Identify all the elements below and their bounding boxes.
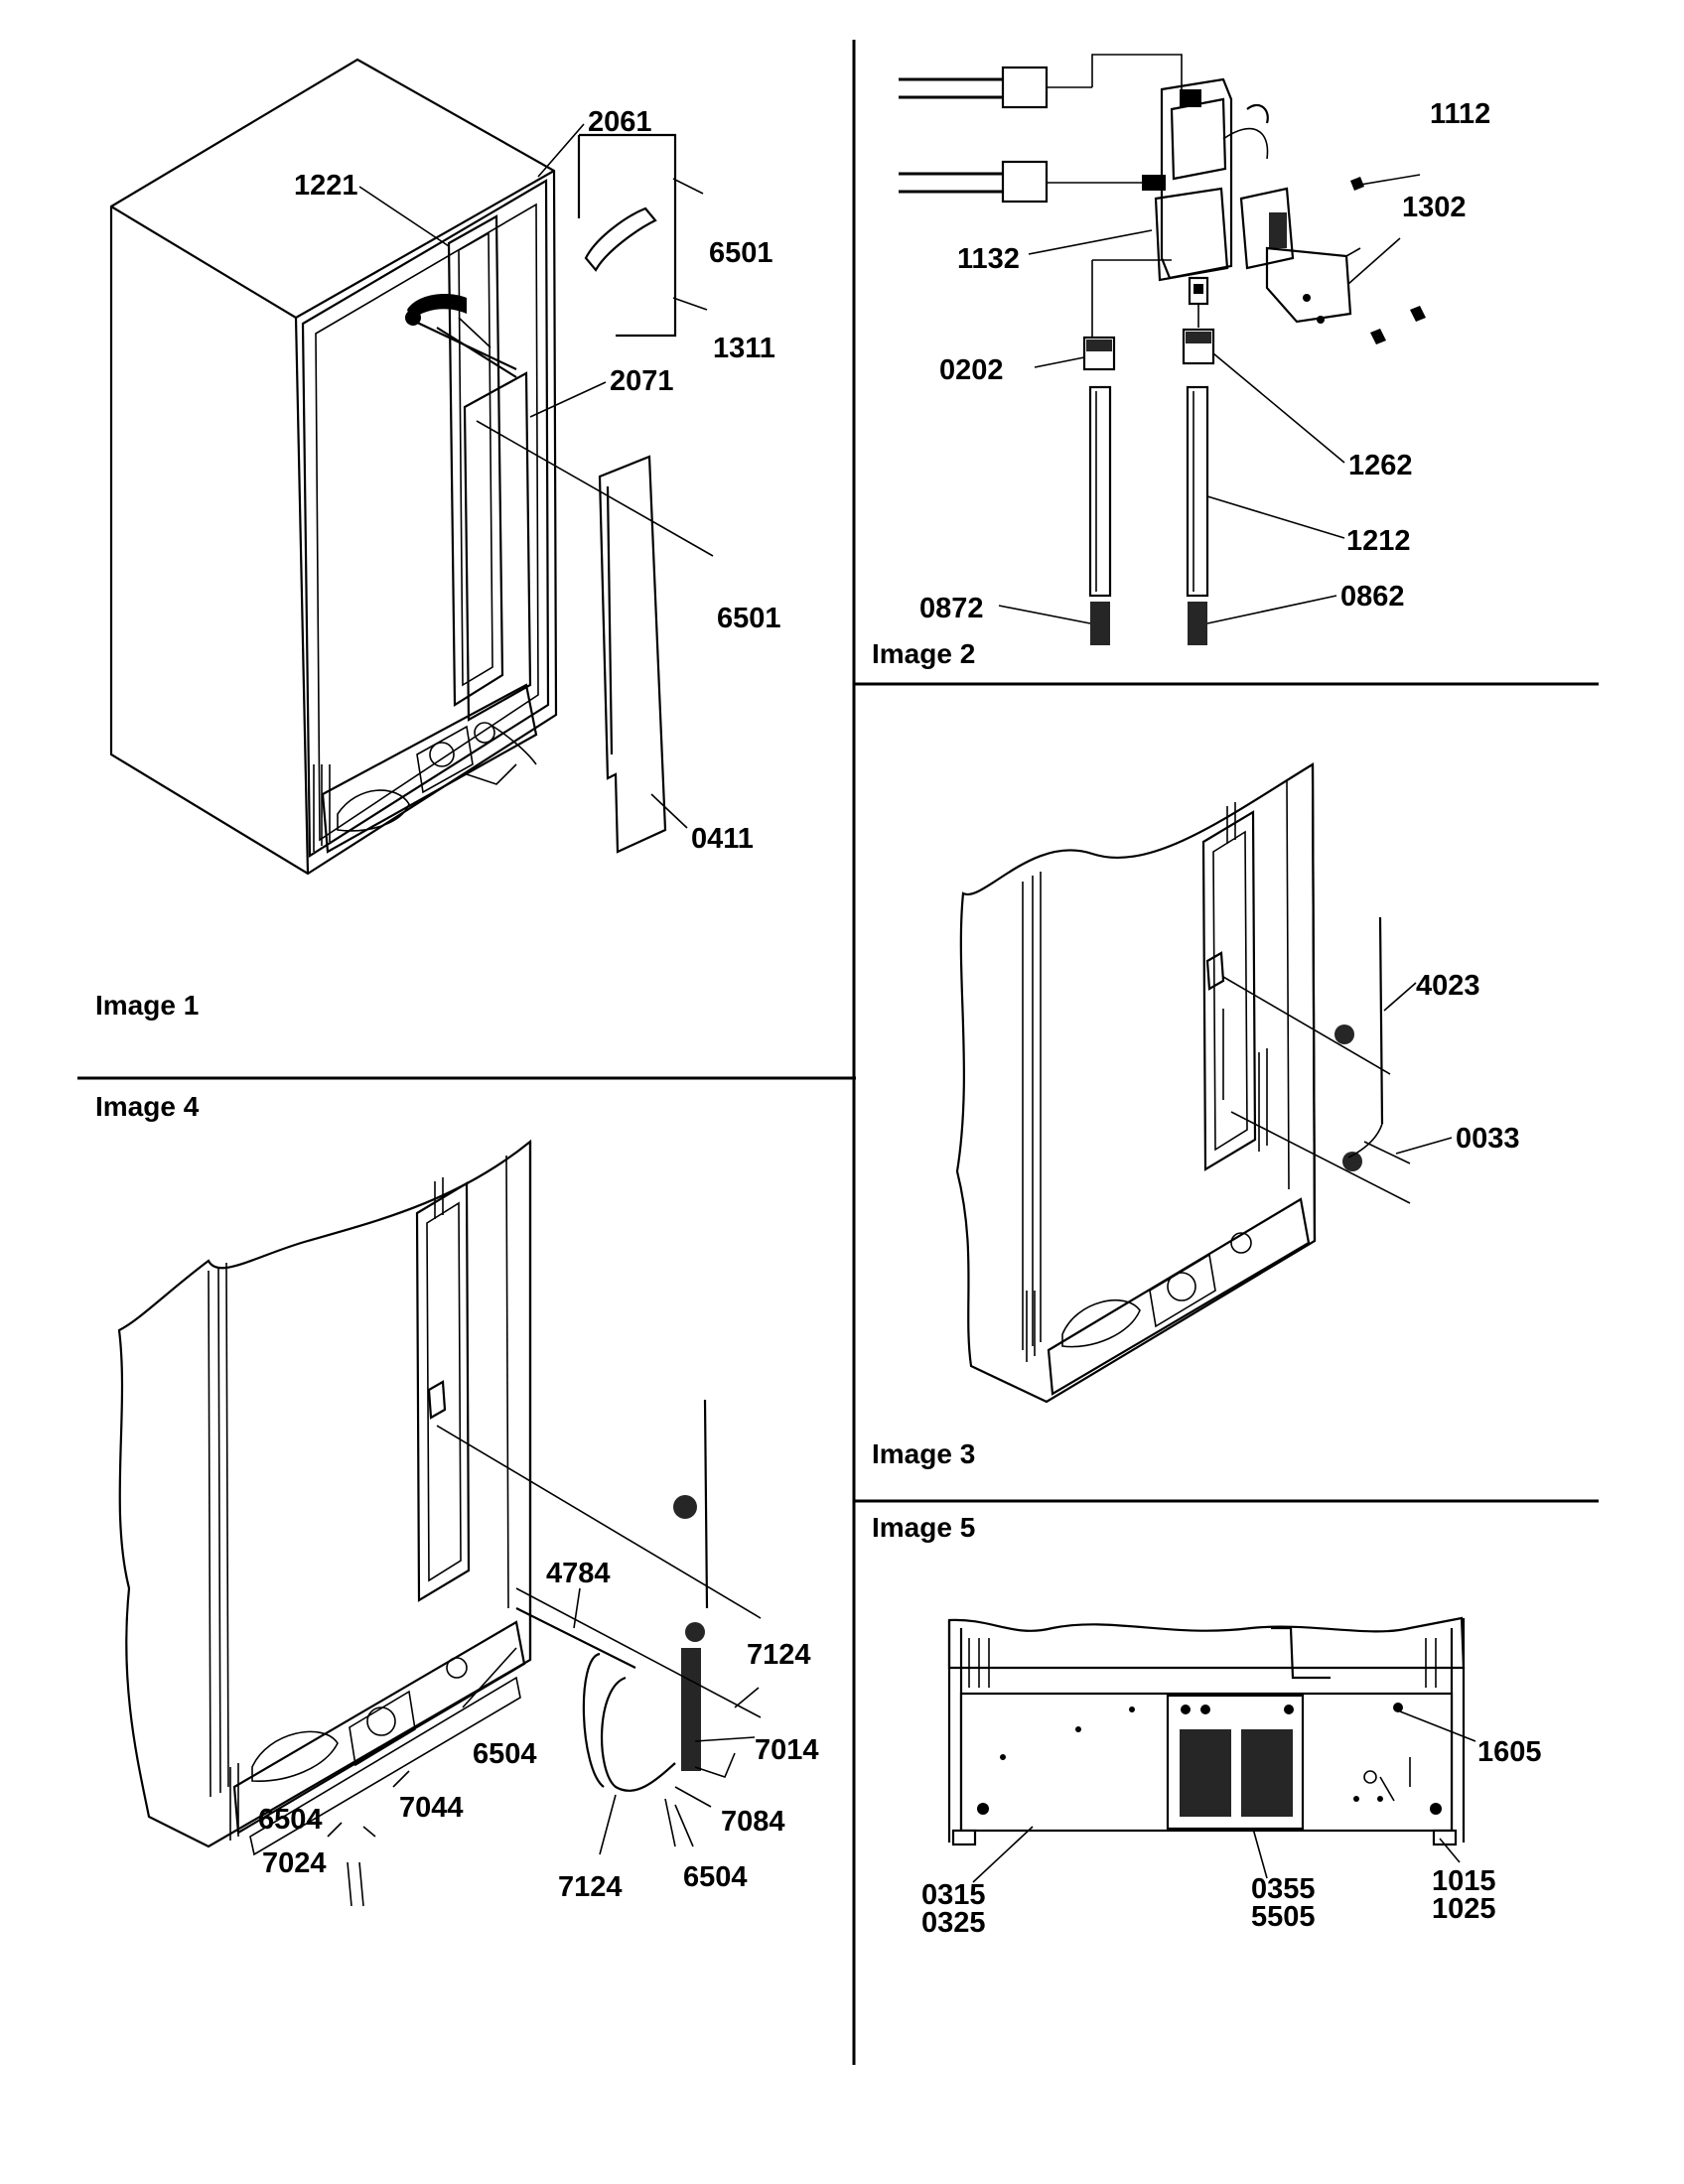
callout-0202: 0202 bbox=[939, 354, 1004, 386]
callout-0315: 0315 bbox=[921, 1879, 986, 1911]
callout-1302: 1302 bbox=[1402, 192, 1467, 223]
callout-7124-lower: 7124 bbox=[558, 1871, 623, 1903]
callout-6501-top: 6501 bbox=[709, 237, 773, 269]
callout-6504-right: 6504 bbox=[683, 1861, 748, 1893]
image4-callouts: 4784 7124 6504 7014 6504 7044 7084 7024 … bbox=[95, 1091, 819, 1903]
caption-image-2: Image 2 bbox=[872, 638, 975, 669]
callout-4784: 4784 bbox=[546, 1558, 611, 1589]
callout-7044: 7044 bbox=[399, 1792, 464, 1824]
callout-1221: 1221 bbox=[294, 170, 358, 202]
callout-7124-upper: 7124 bbox=[747, 1639, 811, 1671]
callout-1212: 1212 bbox=[1346, 525, 1411, 557]
callout-0862: 0862 bbox=[1340, 581, 1405, 613]
callout-0872: 0872 bbox=[919, 593, 984, 624]
callout-0325: 0325 bbox=[921, 1907, 986, 1939]
caption-image-5: Image 5 bbox=[872, 1512, 975, 1543]
callout-0411: 0411 bbox=[691, 823, 754, 855]
callout-2061: 2061 bbox=[588, 106, 652, 138]
callout-7024: 7024 bbox=[262, 1847, 327, 1879]
callout-4023: 4023 bbox=[1416, 970, 1480, 1002]
image4-lower-rear-tubing bbox=[117, 1139, 762, 1907]
image5-callouts: 1605 0315 0325 0355 5505 1015 1025 Image… bbox=[872, 1512, 1542, 1939]
callout-5505: 5505 bbox=[1251, 1901, 1316, 1933]
image2-water-valve-assembly bbox=[899, 54, 1426, 645]
callout-2071: 2071 bbox=[610, 365, 674, 397]
image5-rear-bottom-panel bbox=[947, 1616, 1476, 1883]
image1-callouts: 2061 1221 6501 1311 2071 6501 0411 Image… bbox=[95, 106, 781, 1021]
callout-1112: 1112 bbox=[1430, 98, 1490, 130]
image3-callouts: 4023 0033 Image 3 bbox=[872, 970, 1520, 1469]
callout-1132: 1132 bbox=[957, 243, 1020, 275]
callout-6501-mid: 6501 bbox=[717, 603, 781, 634]
image2-callouts: 1112 1302 1132 0202 1262 1212 0872 0862 … bbox=[872, 98, 1490, 669]
callout-7014: 7014 bbox=[755, 1734, 819, 1766]
callout-6504-left: 6504 bbox=[258, 1804, 323, 1836]
callout-6504-center: 6504 bbox=[473, 1738, 537, 1770]
callout-1025: 1025 bbox=[1432, 1893, 1496, 1925]
caption-image-3: Image 3 bbox=[872, 1438, 975, 1469]
caption-image-4: Image 4 bbox=[95, 1091, 200, 1122]
callout-0355: 0355 bbox=[1251, 1873, 1316, 1905]
callout-1262: 1262 bbox=[1348, 450, 1413, 481]
callout-7084: 7084 bbox=[721, 1806, 785, 1838]
panel-dividers bbox=[77, 40, 1599, 2065]
callout-1605: 1605 bbox=[1477, 1736, 1542, 1768]
callout-1311: 1311 bbox=[713, 333, 775, 364]
caption-image-1: Image 1 bbox=[95, 990, 199, 1021]
callout-0033: 0033 bbox=[1456, 1123, 1520, 1155]
image1-refrigerator-cabinet bbox=[109, 58, 714, 876]
image3-cabinet-detail bbox=[955, 762, 1453, 1404]
callout-1015: 1015 bbox=[1432, 1865, 1496, 1897]
